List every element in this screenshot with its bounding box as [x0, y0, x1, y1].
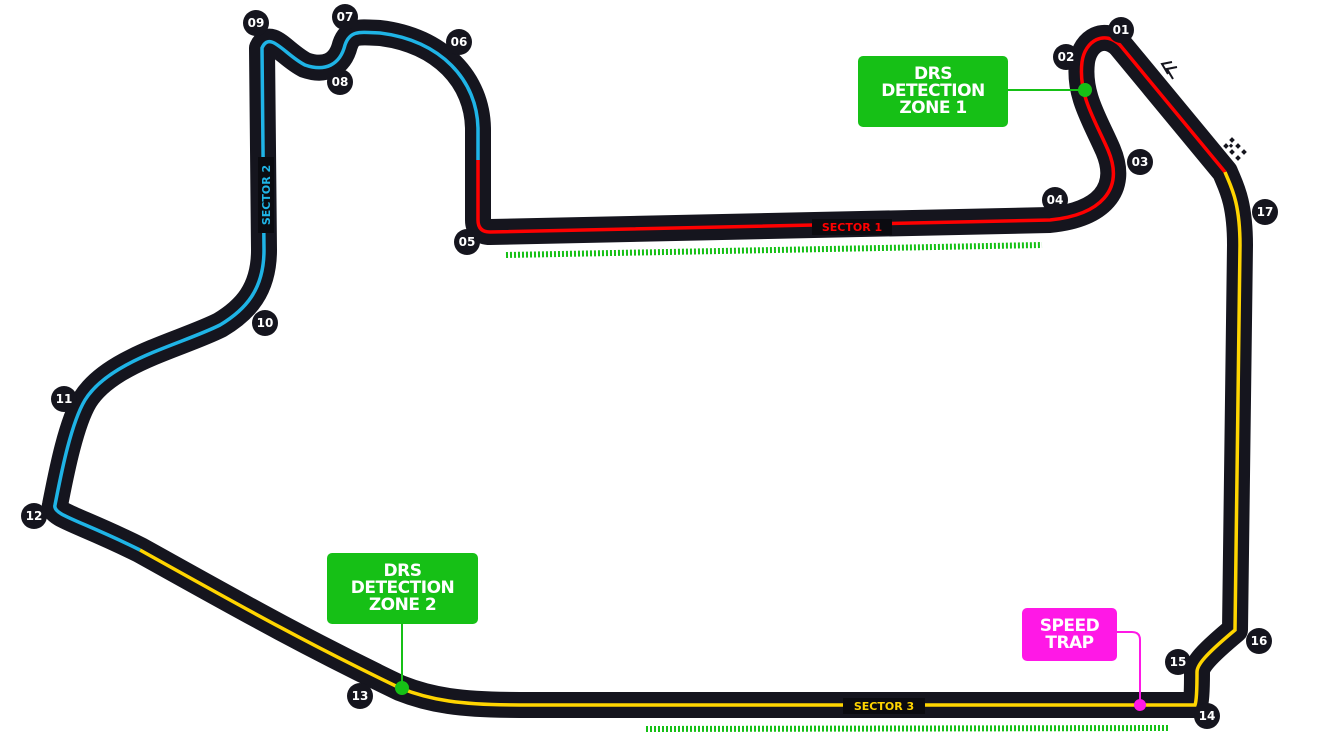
corner-badge-15: 15 [1165, 649, 1191, 675]
corner-badge-circle [1246, 628, 1272, 654]
corner-badge-circle [332, 4, 358, 30]
corner-number: 03 [1132, 155, 1149, 169]
sector-2-line [53, 30, 480, 552]
corner-number: 09 [248, 16, 265, 30]
corner-number: 12 [26, 509, 43, 523]
corner-number: 08 [332, 75, 349, 89]
corner-number: 16 [1251, 634, 1268, 648]
corner-number: 01 [1113, 23, 1130, 37]
corner-badge-circle [51, 386, 77, 412]
corner-badge-01: 01 [1108, 17, 1134, 43]
corner-badge-16: 16 [1246, 628, 1272, 654]
corner-badge-04: 04 [1042, 187, 1068, 213]
speed-trap-label: SPEED TRAP [1022, 608, 1117, 661]
corner-badge-circle [1108, 17, 1134, 43]
corner-badge-circle [454, 229, 480, 255]
corner-badge-09: 09 [243, 10, 269, 36]
drs-2-detection-point [395, 681, 409, 695]
sector-2-label: SECTOR 2 [258, 157, 274, 233]
corner-badge-06: 06 [446, 29, 472, 55]
corner-badge-circle [21, 503, 47, 529]
drs-1-detection-point [1078, 83, 1092, 97]
corner-badge-circle [1042, 187, 1068, 213]
corner-badge-circle [446, 29, 472, 55]
corner-badge-05: 05 [454, 229, 480, 255]
corner-badge-14: 14 [1194, 703, 1220, 729]
corner-badge-circle [347, 683, 373, 709]
corner-badge-02: 02 [1053, 44, 1079, 70]
corner-number: 05 [459, 235, 476, 249]
drs-1-line-2: DETECTION [881, 81, 985, 101]
corner-badge-13: 13 [347, 683, 373, 709]
sector-3-line [139, 171, 1242, 707]
drs-1-line-3: ZONE 1 [899, 98, 967, 118]
speed-trap-line-1: SPEED [1039, 615, 1100, 636]
corner-badge-circle [327, 69, 353, 95]
corner-number: 15 [1170, 655, 1187, 669]
corner-number: 07 [337, 10, 354, 24]
speed-trap-line-2: TRAP [1045, 632, 1094, 653]
corner-badge-circle [243, 10, 269, 36]
drs-activation-zone-2 [645, 725, 1171, 732]
corner-number: 11 [56, 392, 73, 406]
sector-1-line [476, 36, 1227, 234]
corner-number: 17 [1257, 205, 1274, 219]
corner-badge-circle [1127, 149, 1153, 175]
drs-detection-zone-1-label: DRS DETECTION ZONE 1 [858, 56, 1008, 127]
corner-badge-12: 12 [21, 503, 47, 529]
corner-badge-circle [1252, 199, 1278, 225]
corner-badge-08: 08 [327, 69, 353, 95]
speed-trap-connector [1117, 631, 1141, 705]
svg-text:SECTOR 1: SECTOR 1 [822, 221, 882, 234]
corner-number: 13 [352, 689, 369, 703]
drs-detection-zone-2-label: DRS DETECTION ZONE 2 [327, 553, 478, 624]
drs-activation-zone-1 [505, 242, 1043, 258]
corner-number: 06 [451, 35, 468, 49]
corner-badge-17: 17 [1252, 199, 1278, 225]
corner-number: 10 [257, 316, 274, 330]
corner-badge-circle [1194, 703, 1220, 729]
corner-badge-10: 10 [252, 310, 278, 336]
direction-chevrons-icon [1160, 61, 1178, 80]
corner-badge-03: 03 [1127, 149, 1153, 175]
drs-2-line-3: ZONE 2 [368, 595, 437, 615]
corner-badge-circle [1053, 44, 1079, 70]
corner-number: 14 [1199, 709, 1216, 723]
drs-2-line-1: DRS [383, 561, 422, 581]
corner-number: 02 [1058, 50, 1075, 64]
svg-text:SECTOR 3: SECTOR 3 [854, 700, 914, 713]
corner-badge-07: 07 [332, 4, 358, 30]
drs-1-line-1: DRS [914, 64, 952, 84]
corner-badge-circle [252, 310, 278, 336]
sector-3-label: SECTOR 3 [843, 698, 925, 714]
svg-text:SECTOR 2: SECTOR 2 [260, 165, 273, 225]
sector-1-label: SECTOR 1 [812, 219, 892, 235]
corner-badge-circle [1165, 649, 1191, 675]
checkered-flag-icon [1223, 137, 1247, 161]
track-outline [41, 19, 1253, 718]
speed-trap-point [1134, 699, 1146, 711]
drs-2-line-2: DETECTION [350, 578, 455, 598]
corner-number: 04 [1047, 193, 1064, 207]
corner-badge-11: 11 [51, 386, 77, 412]
